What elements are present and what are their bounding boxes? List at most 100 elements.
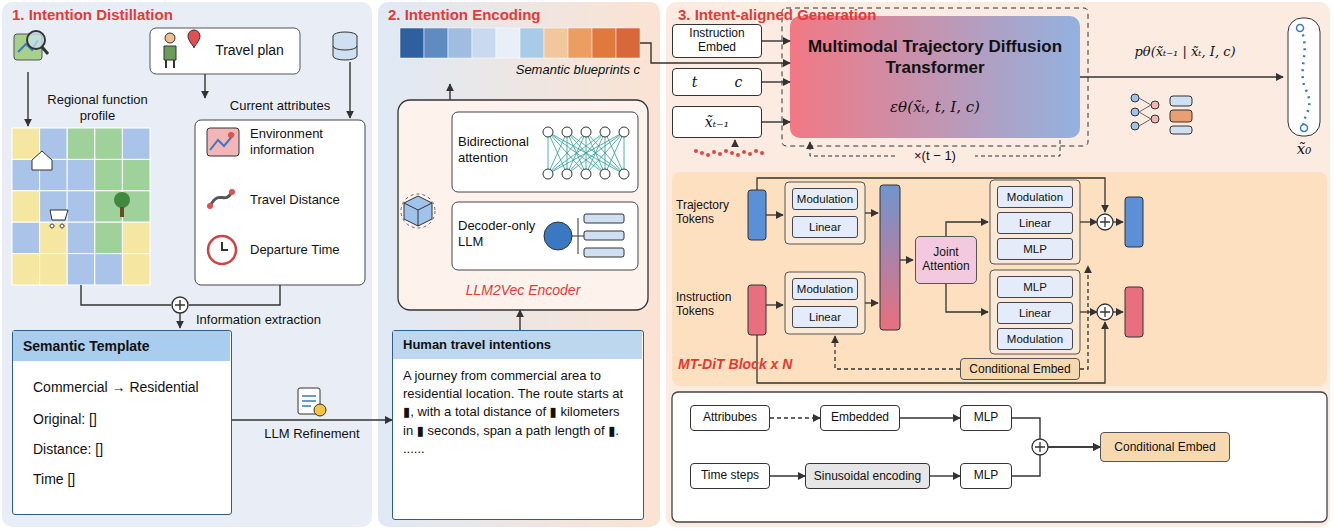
attention-network	[581, 127, 591, 137]
dit-block	[672, 172, 1327, 386]
database-icon	[333, 32, 357, 118]
node-label: 2. Intention Encoding	[388, 6, 648, 23]
panel-backgrounds	[378, 2, 660, 527]
blueprint-bar	[520, 28, 544, 58]
noise-input	[730, 151, 734, 155]
dit-block	[1113, 311, 1123, 312]
attention-network	[548, 132, 567, 174]
connector	[204, 74, 205, 98]
panel: 1. Intention DistillationTravel planCurr…	[2, 2, 372, 527]
transformer-box	[782, 8, 1088, 146]
database-icon	[333, 46, 357, 50]
encoder-box	[584, 248, 624, 257]
dit-block	[1113, 221, 1123, 222]
travel-plan-box	[164, 46, 176, 60]
node-label: MLP	[1023, 281, 1047, 293]
attention-network	[567, 132, 624, 174]
node-label: Decoder-only LLM	[458, 218, 538, 249]
node-text: Distance: []	[33, 441, 228, 457]
blueprint-bar	[544, 28, 568, 58]
region-map	[67, 159, 95, 190]
dit-block	[865, 302, 878, 303]
node-label: Modulation	[797, 193, 853, 205]
dit-block	[990, 270, 1080, 354]
layer-box: Linear	[792, 216, 858, 238]
node-text: Original: []	[33, 411, 228, 427]
dit-block	[1097, 214, 1113, 320]
region-map	[122, 159, 150, 190]
travel-plan-box	[150, 28, 300, 74]
process-box: MLP	[960, 463, 1012, 489]
node-label: MLP	[974, 411, 999, 425]
noise-input	[742, 150, 746, 154]
connector	[930, 475, 960, 476]
input-box: Instruction Embed	[672, 24, 762, 58]
encoder-box	[398, 100, 648, 310]
transformer: Multimodal Trajectory Diffusion Transfor…	[790, 16, 1080, 138]
node-label: Linear	[1019, 307, 1051, 319]
blueprint-bar	[424, 28, 448, 58]
noise-input	[736, 153, 740, 157]
node-label: Modulation	[1007, 333, 1063, 345]
node-label: x̃ₜ₋₁	[705, 114, 729, 130]
node-label: LLM2Vec Encoder	[398, 282, 648, 298]
node-text: Environment information	[250, 126, 362, 157]
edge-label: LLM Refinement	[261, 426, 362, 441]
dit-block	[1100, 217, 1110, 317]
travel-plan-box	[188, 30, 200, 48]
refinement-icon	[314, 404, 326, 416]
panel: 3. Intent-aligned GenerationInstruction …	[666, 2, 1330, 527]
map-symbols	[32, 151, 52, 170]
region-map	[95, 159, 123, 190]
refinement-icon	[298, 388, 326, 416]
node-label: Multimodal Trajectory Diffusion Transfor…	[800, 36, 1070, 79]
noise-input	[760, 151, 764, 155]
attention-network	[548, 132, 624, 174]
region-map	[95, 254, 123, 285]
node-text: A journey from commercial area to reside…	[403, 367, 633, 458]
output-path	[1301, 125, 1308, 132]
noise-input	[700, 151, 704, 155]
attention-network	[562, 169, 572, 179]
region-map	[67, 191, 95, 222]
attention-network	[624, 132, 625, 174]
attention-box: Joint Attention	[915, 236, 977, 284]
annotation: x̃₀	[1284, 140, 1324, 158]
travel-plan: Travel plan	[150, 28, 300, 74]
noise-input	[694, 149, 698, 153]
encoder-box	[404, 196, 432, 226]
attributes-box	[222, 242, 228, 250]
output-path	[1170, 126, 1192, 134]
attention-network	[605, 132, 624, 174]
annotation: Instruction Tokens	[676, 290, 744, 319]
node-label: MT-DiT Block x N	[678, 356, 828, 372]
node-label: Human travel intentions	[393, 331, 642, 359]
node-label: MLP	[1023, 243, 1047, 255]
transformer-box	[782, 8, 1088, 156]
node-label: Instruction Embed	[673, 27, 761, 55]
map-icon	[27, 31, 45, 49]
merge-lines	[189, 285, 280, 305]
node-label: Travel plan	[202, 42, 297, 58]
encoder-box	[452, 112, 638, 192]
dit-block	[946, 284, 988, 312]
dit-block	[1125, 287, 1143, 337]
encoder-box	[404, 203, 432, 226]
node-text: c	[735, 74, 743, 90]
dit-block	[757, 178, 1105, 212]
map-symbols	[50, 210, 68, 228]
noise-input	[748, 152, 752, 156]
encoder-box	[401, 194, 435, 228]
output-path	[1288, 18, 1320, 136]
node-label: Sinusoidal encoding	[814, 469, 921, 483]
connector	[1012, 418, 1100, 447]
blueprint-bar	[496, 28, 520, 58]
node-label: Bidirectional attention	[458, 134, 540, 165]
output-path	[1139, 98, 1151, 126]
encoder-box	[398, 100, 648, 310]
map-symbols	[114, 192, 130, 208]
attention-network	[548, 132, 586, 174]
region-map	[122, 222, 150, 253]
map-symbols	[32, 151, 130, 228]
